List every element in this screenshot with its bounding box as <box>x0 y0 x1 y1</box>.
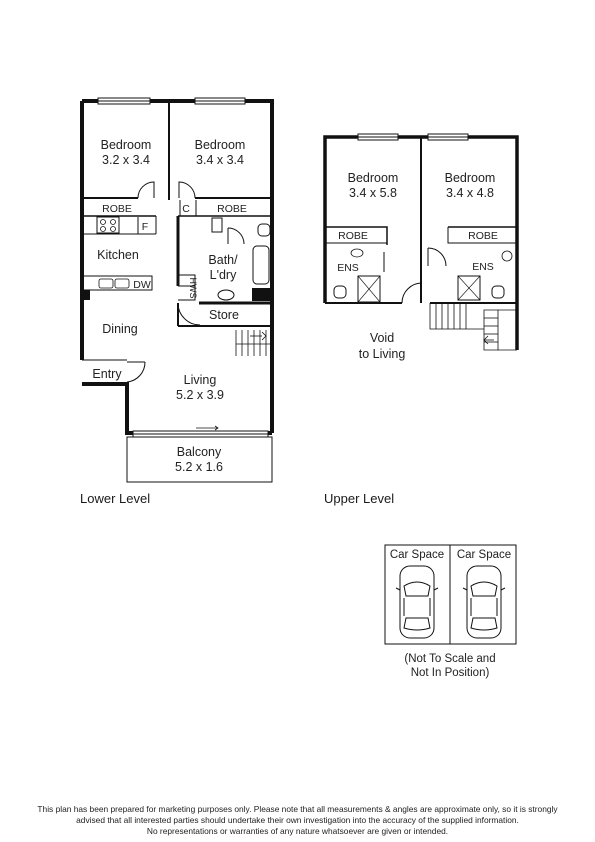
living-name: Living <box>184 373 217 387</box>
car-space-2-label: Car Space <box>457 549 511 561</box>
bath-label-1: Bath/ <box>208 253 238 267</box>
lower-bedroom1-name: Bedroom <box>101 138 152 152</box>
lower-bedroom2-name: Bedroom <box>195 138 246 152</box>
disclaimer-line-1: This plan has been prepared for marketin… <box>37 804 558 814</box>
void-label-1: Void <box>370 331 394 345</box>
upper-bedroom2-name: Bedroom <box>445 171 496 185</box>
lower-bedroom1-size: 3.2 x 3.4 <box>102 153 150 167</box>
upper-robe1-label: ROBE <box>338 230 368 242</box>
dining-label: Dining <box>102 322 137 336</box>
lower-level-plan <box>80 97 274 483</box>
car-note-1: (Not To Scale and <box>404 653 495 665</box>
balcony-size: 5.2 x 1.6 <box>175 460 223 474</box>
lower-bedroom2-size: 3.4 x 3.4 <box>196 153 244 167</box>
lower-robe2-label: ROBE <box>217 203 247 215</box>
bath-label-2: L'dry <box>210 268 237 282</box>
living-size: 5.2 x 3.9 <box>176 388 224 402</box>
dw-label: DW <box>133 279 151 291</box>
disclaimer-line-2: advised that all interested parties shou… <box>76 815 519 825</box>
lower-robe1-label: ROBE <box>102 203 132 215</box>
upper-ens1-label: ENS <box>337 262 359 274</box>
upper-bedroom1-size: 3.4 x 5.8 <box>349 186 397 200</box>
entry-label: Entry <box>92 367 122 381</box>
store-label: Store <box>209 308 239 322</box>
car-space-panel <box>384 544 517 645</box>
disclaimer-line-3: No representations or warranties of any … <box>146 826 449 836</box>
lower-f-label: F <box>142 221 148 233</box>
lower-level-title: Lower Level <box>80 491 151 506</box>
lower-c-label: C <box>182 203 190 215</box>
upper-bedroom1-name: Bedroom <box>348 171 399 185</box>
disclaimer: This plan has been prepared for marketin… <box>10 804 585 837</box>
car-space-1-label: Car Space <box>390 549 444 561</box>
upper-robe2-label: ROBE <box>468 230 498 242</box>
upper-ens2-label: ENS <box>472 261 494 273</box>
balcony-name: Balcony <box>177 445 222 459</box>
upper-bedroom2-size: 3.4 x 4.8 <box>446 186 494 200</box>
upper-level-title: Upper Level <box>324 491 395 506</box>
car-note-2: Not In Position) <box>411 667 490 679</box>
upper-level-plan <box>323 133 519 351</box>
void-label-2: to Living <box>359 347 406 361</box>
kitchen-label: Kitchen <box>97 248 139 262</box>
hws-label: HWS <box>188 278 198 299</box>
car-icon <box>395 565 439 639</box>
car-icon <box>462 565 506 639</box>
